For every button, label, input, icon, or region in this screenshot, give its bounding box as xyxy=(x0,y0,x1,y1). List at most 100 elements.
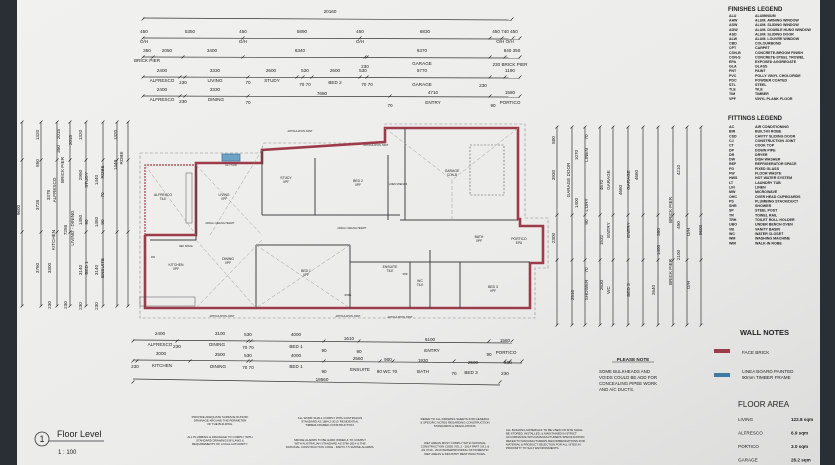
legend-code: CON-S xyxy=(729,55,741,59)
legend-description: DOWN PIPE xyxy=(755,148,776,152)
plan-annotation: 2400mm CEILING HEIGHT xyxy=(205,222,235,225)
dimension-tick xyxy=(488,55,492,59)
legend-description: TOILET ROLL HOLDER xyxy=(755,218,795,222)
dimension-label: 3300 xyxy=(47,262,52,273)
dimension-tick xyxy=(68,120,72,124)
dimension-label: 1450 xyxy=(78,214,83,225)
dimension-tick xyxy=(175,339,179,343)
legend-code: VB xyxy=(729,227,734,231)
floor-area-value: 28.2 sqm xyxy=(791,458,811,463)
dimension-label: 1190 xyxy=(505,68,515,73)
dimension-tick xyxy=(685,323,689,327)
dimension-label: 4710 xyxy=(428,90,439,95)
dimension-label: 1070 xyxy=(574,149,579,160)
dimension-tick xyxy=(488,75,492,79)
general-note: WET AREAS & INDUSTRY BEST PRACTICES. xyxy=(424,452,486,456)
room-finish: TILE xyxy=(387,269,394,273)
dimension-label: 70 70 xyxy=(299,82,311,87)
dimension-label: GARAGE DOOR xyxy=(566,162,571,197)
legend-description: OVER HEAD CUPBOARDS xyxy=(755,195,801,199)
dimension-line xyxy=(142,17,513,21)
dimension-tick xyxy=(498,380,502,384)
dimension-label: 230 xyxy=(94,302,99,310)
legend-description: ALUMINIUM xyxy=(755,14,776,18)
room-name: KITCHEN xyxy=(169,263,184,267)
dimension-label: 90 xyxy=(321,369,327,374)
floor-area-label: ALFRESCO xyxy=(738,431,763,436)
legend-code: REF xyxy=(729,162,737,166)
general-note: STANDARDS & REGULATIONS. xyxy=(434,424,477,428)
dimension-tick xyxy=(641,125,645,129)
dimension-label: 3330 xyxy=(210,87,221,92)
dimension-label: O/H xyxy=(140,39,148,44)
legend-code: FG xyxy=(729,167,734,171)
room-name: DINING xyxy=(222,257,234,261)
dimension-label: 90 xyxy=(490,103,496,108)
dimension-tick xyxy=(363,55,367,59)
dimension-label: GARAGE xyxy=(412,61,432,66)
dimension-tick xyxy=(365,75,369,79)
legend-description: MICROWAVE xyxy=(755,190,778,194)
dimension-tick xyxy=(500,36,504,40)
room-finish: VPF xyxy=(476,239,482,243)
legend-description: VINYL PLANK FLOOR xyxy=(755,97,793,101)
dimension-tick xyxy=(310,75,314,79)
dimension-label: 2050 xyxy=(162,48,173,53)
dimension-tick xyxy=(671,323,675,327)
legend-description: REFRIGERATOR SPACE xyxy=(755,162,797,166)
dimension-label: 3100 xyxy=(215,331,226,336)
dimension-label: ALFRESCO xyxy=(150,78,175,83)
general-note: TIMBER-FRAMED CONSTRUCTION'. xyxy=(305,423,355,427)
dimension-tick xyxy=(358,36,362,40)
dimension-label: ROBE xyxy=(119,151,124,164)
legend-code: WIR xyxy=(729,241,736,245)
dimension-label: 6340 xyxy=(295,48,306,53)
dimension-label: PORTICO xyxy=(500,100,521,105)
legend-code: SP xyxy=(729,209,734,213)
dimension-tick xyxy=(656,323,660,327)
dimension-label: SHOWER xyxy=(584,279,589,300)
dimension-tick xyxy=(555,125,559,129)
dimension-tick xyxy=(101,158,105,162)
dimension-tick xyxy=(131,359,135,363)
dimension-label: 2400 xyxy=(157,68,168,73)
legend-description: COLOURBOND xyxy=(755,42,782,46)
ceiling-lines xyxy=(144,127,519,309)
general-note: BE STORED, INSTALLED, & MAINTAINED IN ST… xyxy=(506,432,577,436)
dimension-tick xyxy=(641,258,645,262)
legend-code: ASD xyxy=(729,32,737,36)
dimension-label: 1450 xyxy=(94,216,99,227)
dimension-tick xyxy=(39,158,43,162)
dimension-line xyxy=(132,359,523,364)
dimension-line xyxy=(142,76,521,79)
linea-board-label: 90mm TIMBER FRAME xyxy=(742,375,791,380)
dimension-tick xyxy=(503,55,507,59)
general-note: ALL PLUMBING & DRAINAGE TO COMPLY WITH xyxy=(187,435,252,439)
dimension-label: 70 xyxy=(245,100,251,105)
joinery xyxy=(185,172,193,224)
legend-code: AAW xyxy=(729,19,738,23)
dimension-label: 2500 xyxy=(468,360,479,365)
dimension-label: 4660 xyxy=(618,184,623,195)
dimension-label: 2400 xyxy=(157,87,168,92)
dimension-label: 9600 xyxy=(698,224,703,235)
dimension-tick xyxy=(68,230,72,234)
dimension-line xyxy=(142,95,521,98)
dimension-label: STUDY xyxy=(84,172,89,188)
dimension-tick xyxy=(246,359,250,363)
general-note: OF THE BUILDING. xyxy=(207,422,233,426)
dimension-label: 90 WC 70 xyxy=(377,369,398,374)
room-name: BED 3 xyxy=(488,285,498,289)
floor-area-value: 122.8 sqm xyxy=(791,417,813,422)
dimension-tick xyxy=(178,94,182,98)
dimension-label: GARAGE xyxy=(412,82,432,87)
linea-board-wall xyxy=(221,153,241,162)
dimension-label: DINING xyxy=(209,342,226,347)
dimension-label: 3400 xyxy=(207,48,218,53)
dimension-tick xyxy=(685,258,689,262)
photo-edge-right xyxy=(820,0,835,465)
room-name: STUDY xyxy=(280,176,292,180)
dimension-label: 230 xyxy=(131,364,139,369)
dimension-label: 90 xyxy=(84,219,89,225)
dimension-label: 3140 xyxy=(94,264,99,275)
